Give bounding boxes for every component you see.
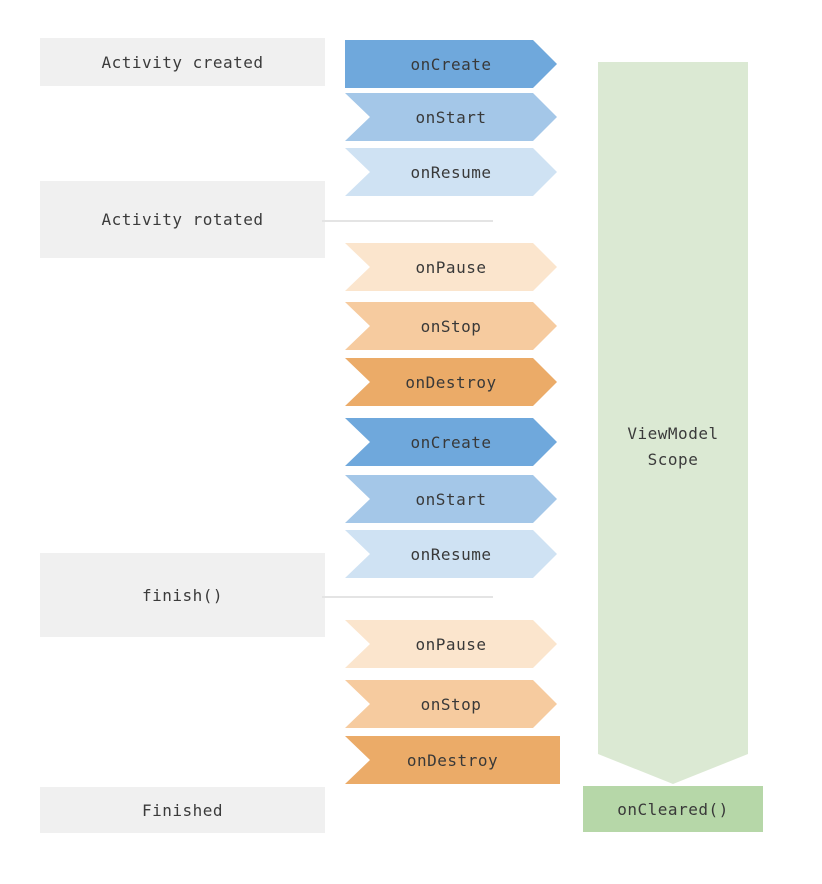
oncleared-label: onCleared() [617,799,729,819]
oncleared-box: onCleared() [583,786,763,832]
lifecycle-step-label: onStart [415,107,487,127]
lifecycle-step-label: onDestroy [406,750,499,770]
lifecycle-step-onstop-1: onStop [345,302,557,350]
stage-label: finish() [141,585,224,605]
lifecycle-step-label: onCreate [410,54,492,74]
lifecycle-step-oncreate-1: onCreate [345,40,557,88]
lifecycle-step-onresume-2: onResume [345,530,557,578]
lifecycle-step-label: onStop [420,694,482,714]
lifecycle-step-label: onResume [410,544,492,564]
lifecycle-step-onstop-2: onStop [345,680,557,728]
lifecycle-step-onstart-2: onStart [345,475,557,523]
stage-label: Finished [141,800,224,820]
viewmodel-scope-label: ViewModel Scope [598,421,748,473]
lifecycle-step-onstart-1: onStart [345,93,557,141]
lifecycle-step-label: onStart [415,489,487,509]
lifecycle-step-label: onResume [410,162,492,182]
lifecycle-step-ondestroy-2: onDestroy [345,736,560,784]
viewmodel-scope-arrow [598,62,748,784]
lifecycle-step-onresume-1: onResume [345,148,557,196]
lifecycle-step-label: onPause [415,257,487,277]
stage-finish: finish() [40,553,325,637]
lifecycle-step-label: onCreate [410,432,492,452]
connector-line-finish [322,596,493,598]
viewmodel-scope-line2: Scope [647,450,699,469]
lifecycle-step-label: onPause [415,634,487,654]
lifecycle-step-onpause-1: onPause [345,243,557,291]
stage-label: Activity created [101,52,264,72]
lifecycle-step-onpause-2: onPause [345,620,557,668]
lifecycle-step-label: onDestroy [405,372,497,392]
stage-activity-created: Activity created [40,38,325,86]
stage-finished: Finished [40,787,325,833]
lifecycle-step-label: onStop [420,316,482,336]
stage-activity-rotated: Activity rotated [40,181,325,258]
viewmodel-scope-line1: ViewModel [627,424,719,443]
connector-line-rotated [322,220,493,222]
stage-label: Activity rotated [101,210,264,229]
lifecycle-step-ondestroy-1: onDestroy [345,358,557,406]
lifecycle-step-oncreate-2: onCreate [345,418,557,466]
